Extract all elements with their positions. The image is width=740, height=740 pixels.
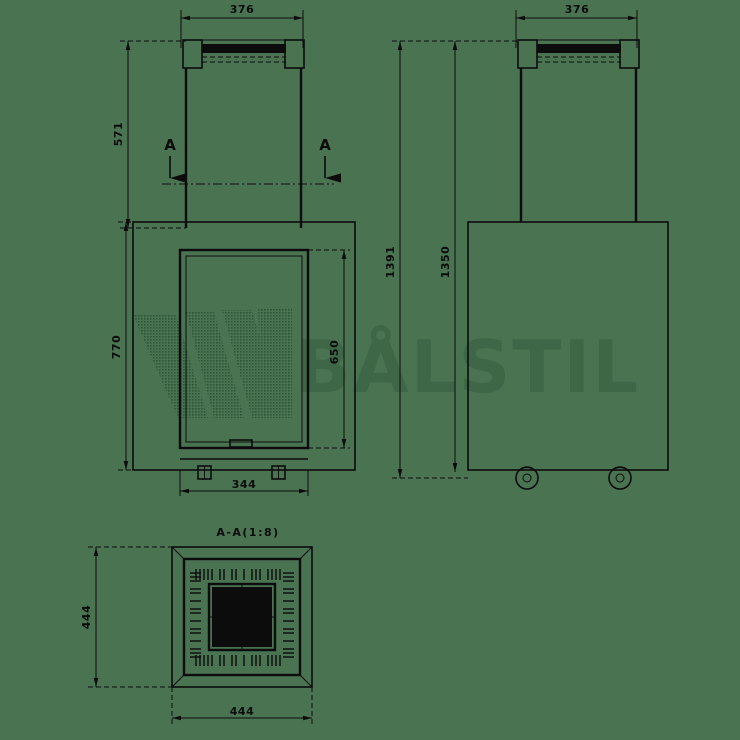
front-door-panel — [178, 248, 310, 450]
watermark-brand-text: BÅLSTIL — [296, 325, 640, 409]
dim-section-width: 444 — [171, 687, 313, 726]
dim-front-top-width: 376 — [180, 3, 304, 48]
section-vent-right — [283, 572, 294, 658]
dim-label-650: 650 — [328, 340, 341, 364]
section-aa-view: A-A(1:8) — [80, 526, 313, 726]
side-elevation-view: 376 1391 — [384, 3, 669, 490]
front-flue-cap — [182, 39, 305, 69]
side-castor-right — [608, 466, 632, 490]
section-vent-left — [190, 572, 201, 658]
dim-front-upper-height: 571 — [112, 40, 186, 229]
dim-label-376-front: 376 — [230, 3, 254, 16]
dim-label-1350: 1350 — [439, 246, 452, 279]
dim-label-571: 571 — [112, 122, 125, 146]
dim-label-770: 770 — [110, 335, 123, 359]
dim-front-base-width: 344 — [179, 470, 309, 496]
dim-side-overall-height: 1391 — [384, 40, 518, 479]
section-marker-a-right: A — [319, 136, 341, 183]
section-vent-bottom — [195, 655, 281, 666]
section-outer-frame — [171, 546, 313, 688]
dim-label-376-side: 376 — [565, 3, 589, 16]
dim-front-inner-height: 650 — [308, 249, 350, 449]
dim-side-body-height: 1350 — [439, 41, 458, 472]
section-firebox — [207, 582, 277, 652]
front-cabinet-body — [132, 221, 356, 471]
balstil-flame-logo — [133, 308, 292, 418]
section-label-a-left: A — [164, 136, 176, 154]
side-cabinet-body — [467, 221, 669, 471]
dim-label-344: 344 — [232, 478, 256, 491]
front-elevation-view: 376 571 — [110, 3, 356, 496]
section-label-a-right: A — [319, 136, 331, 154]
dim-label-1391: 1391 — [384, 246, 397, 279]
front-castor-right — [268, 465, 289, 480]
door-handle — [229, 439, 253, 448]
front-flue-body — [184, 68, 303, 228]
dim-side-top-width: 376 — [515, 3, 638, 48]
side-flue-cap — [517, 39, 640, 69]
section-aa-title: A-A(1:8) — [216, 526, 279, 539]
watermark-group: BÅLSTIL — [133, 308, 640, 418]
section-vent-top — [195, 569, 281, 580]
dim-section-height: 444 — [80, 546, 172, 688]
side-castor-left — [515, 466, 539, 490]
dim-label-444-width: 444 — [230, 705, 254, 718]
front-castor-left — [194, 465, 215, 480]
dim-label-444-height: 444 — [80, 605, 93, 629]
dim-front-lower-height: 770 — [110, 221, 133, 471]
side-flue-body — [519, 68, 638, 222]
section-marker-a-left: A — [164, 136, 186, 183]
